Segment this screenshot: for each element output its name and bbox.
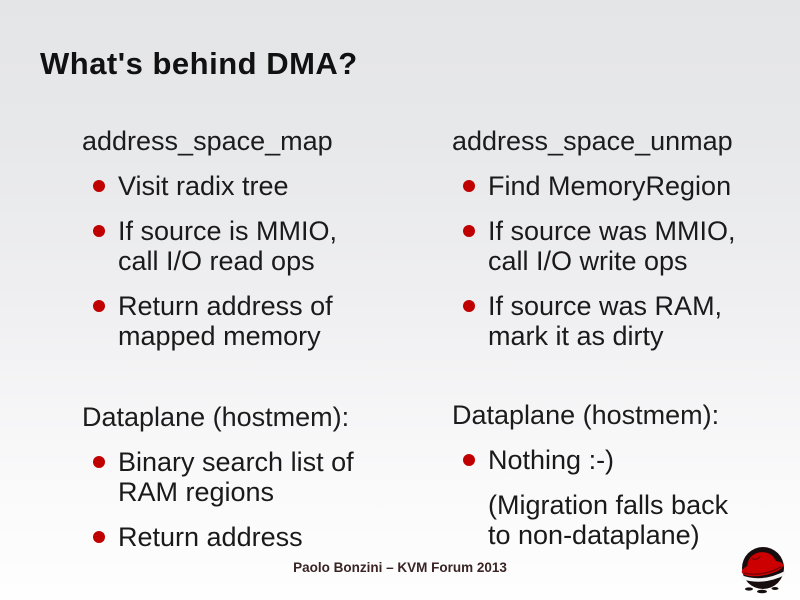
- redhat-shadowman-logo: [741, 547, 785, 594]
- list-item: Binary search list of RAM regions: [82, 447, 420, 507]
- bullet-list: Visit radix tree If source is MMIO, call…: [82, 171, 420, 351]
- list-item: Return address of mapped memory: [82, 291, 420, 351]
- bullet-icon: [463, 454, 475, 466]
- footer-credit: Paolo Bonzini – KVM Forum 2013: [293, 560, 507, 575]
- list-item: Nothing :-): [452, 445, 790, 475]
- bullet-list: Find MemoryRegion If source was MMIO, ca…: [452, 171, 790, 351]
- list-item: Find MemoryRegion: [452, 171, 790, 201]
- bullet-icon: [93, 300, 105, 312]
- column-header: address_space_unmap: [452, 126, 733, 156]
- list-item: Visit radix tree: [82, 171, 420, 201]
- column-dataplane-unmap: Dataplane (hostmem): Nothing :-) (Migrat…: [452, 400, 790, 550]
- bullet-text: If source was RAM, mark it as dirty: [488, 291, 723, 351]
- list-item: Return address: [82, 522, 420, 552]
- bullet-text: Find MemoryRegion: [488, 171, 732, 201]
- bullet-list: Nothing :-): [452, 445, 790, 475]
- bullet-icon: [93, 531, 105, 543]
- list-item: If source was MMIO, call I/O write ops: [452, 216, 790, 276]
- migration-note: (Migration falls back to non-dataplane): [488, 490, 729, 550]
- bullet-icon: [463, 225, 475, 237]
- bullet-icon: [463, 180, 475, 192]
- list-item: If source was RAM, mark it as dirty: [452, 291, 790, 351]
- column-address-space-unmap: address_space_unmap Find MemoryRegion If…: [452, 126, 790, 366]
- column-address-space-map: address_space_map Visit radix tree If so…: [82, 126, 420, 366]
- column-subheader: Dataplane (hostmem):: [82, 402, 350, 432]
- column-header: address_space_map: [82, 126, 333, 156]
- page-title: What's behind DMA?: [40, 46, 358, 81]
- bullet-list: Binary search list of RAM regions Return…: [82, 447, 420, 552]
- bullet-icon: [93, 225, 105, 237]
- column-dataplane-map: Dataplane (hostmem): Binary search list …: [82, 402, 420, 567]
- bullet-icon: [93, 456, 105, 468]
- bullet-icon: [463, 300, 475, 312]
- bullet-text: Return address of mapped memory: [118, 291, 333, 351]
- bullet-text: Nothing :-): [488, 445, 615, 475]
- bullet-text: If source is MMIO, call I/O read ops: [118, 216, 338, 276]
- bullet-text: If source was MMIO, call I/O write ops: [488, 216, 736, 276]
- bullet-text: Binary search list of RAM regions: [118, 447, 354, 507]
- bullet-text: Return address: [118, 522, 303, 552]
- column-subheader: Dataplane (hostmem):: [452, 400, 720, 430]
- bullet-icon: [93, 180, 105, 192]
- list-item: If source is MMIO, call I/O read ops: [82, 216, 420, 276]
- bullet-text: Visit radix tree: [118, 171, 289, 201]
